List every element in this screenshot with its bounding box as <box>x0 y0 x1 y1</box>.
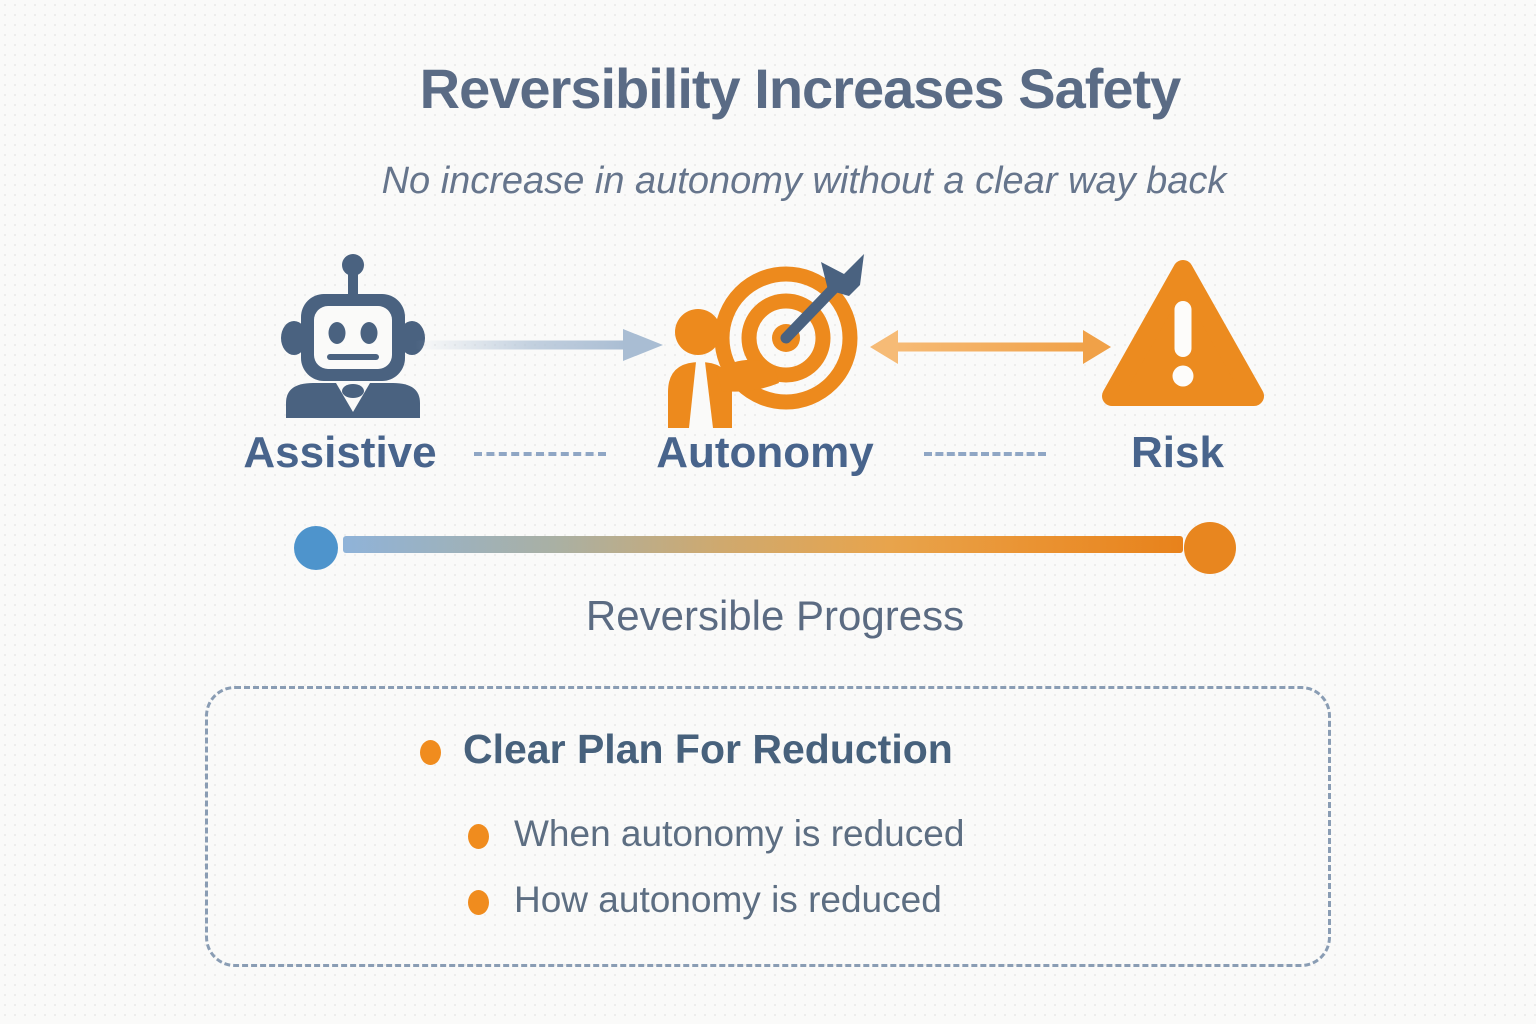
warning-triangle-icon <box>1098 254 1268 412</box>
target-icon <box>658 250 868 428</box>
bullet-icon <box>420 740 441 765</box>
plan-box <box>205 686 1331 967</box>
stage-label-risk: Risk <box>1131 428 1224 477</box>
progress-gradient-track <box>343 536 1183 553</box>
plan-heading: Clear Plan For Reduction <box>463 726 953 772</box>
stage-label-autonomy: Autonomy <box>656 428 874 477</box>
progress-bar <box>294 522 1246 578</box>
double-arrow-icon <box>868 325 1113 369</box>
plan-item: When autonomy is reduced <box>514 813 965 854</box>
dashed-connector <box>474 452 606 456</box>
page-subtitle: No increase in autonomy without a clear … <box>381 160 1227 202</box>
plan-item: How autonomy is reduced <box>514 879 942 920</box>
forward-arrow-icon <box>415 323 665 367</box>
progress-start-dot <box>294 526 338 570</box>
robot-icon <box>268 250 438 418</box>
stage-label-assistive: Assistive <box>243 428 437 477</box>
page-title: Reversibility Increases Safety <box>419 57 1182 120</box>
dashed-connector <box>924 452 1046 456</box>
bullet-icon <box>468 824 489 849</box>
progress-label: Reversible Progress <box>585 592 965 639</box>
progress-end-dot <box>1184 522 1236 574</box>
bullet-icon <box>468 890 489 915</box>
